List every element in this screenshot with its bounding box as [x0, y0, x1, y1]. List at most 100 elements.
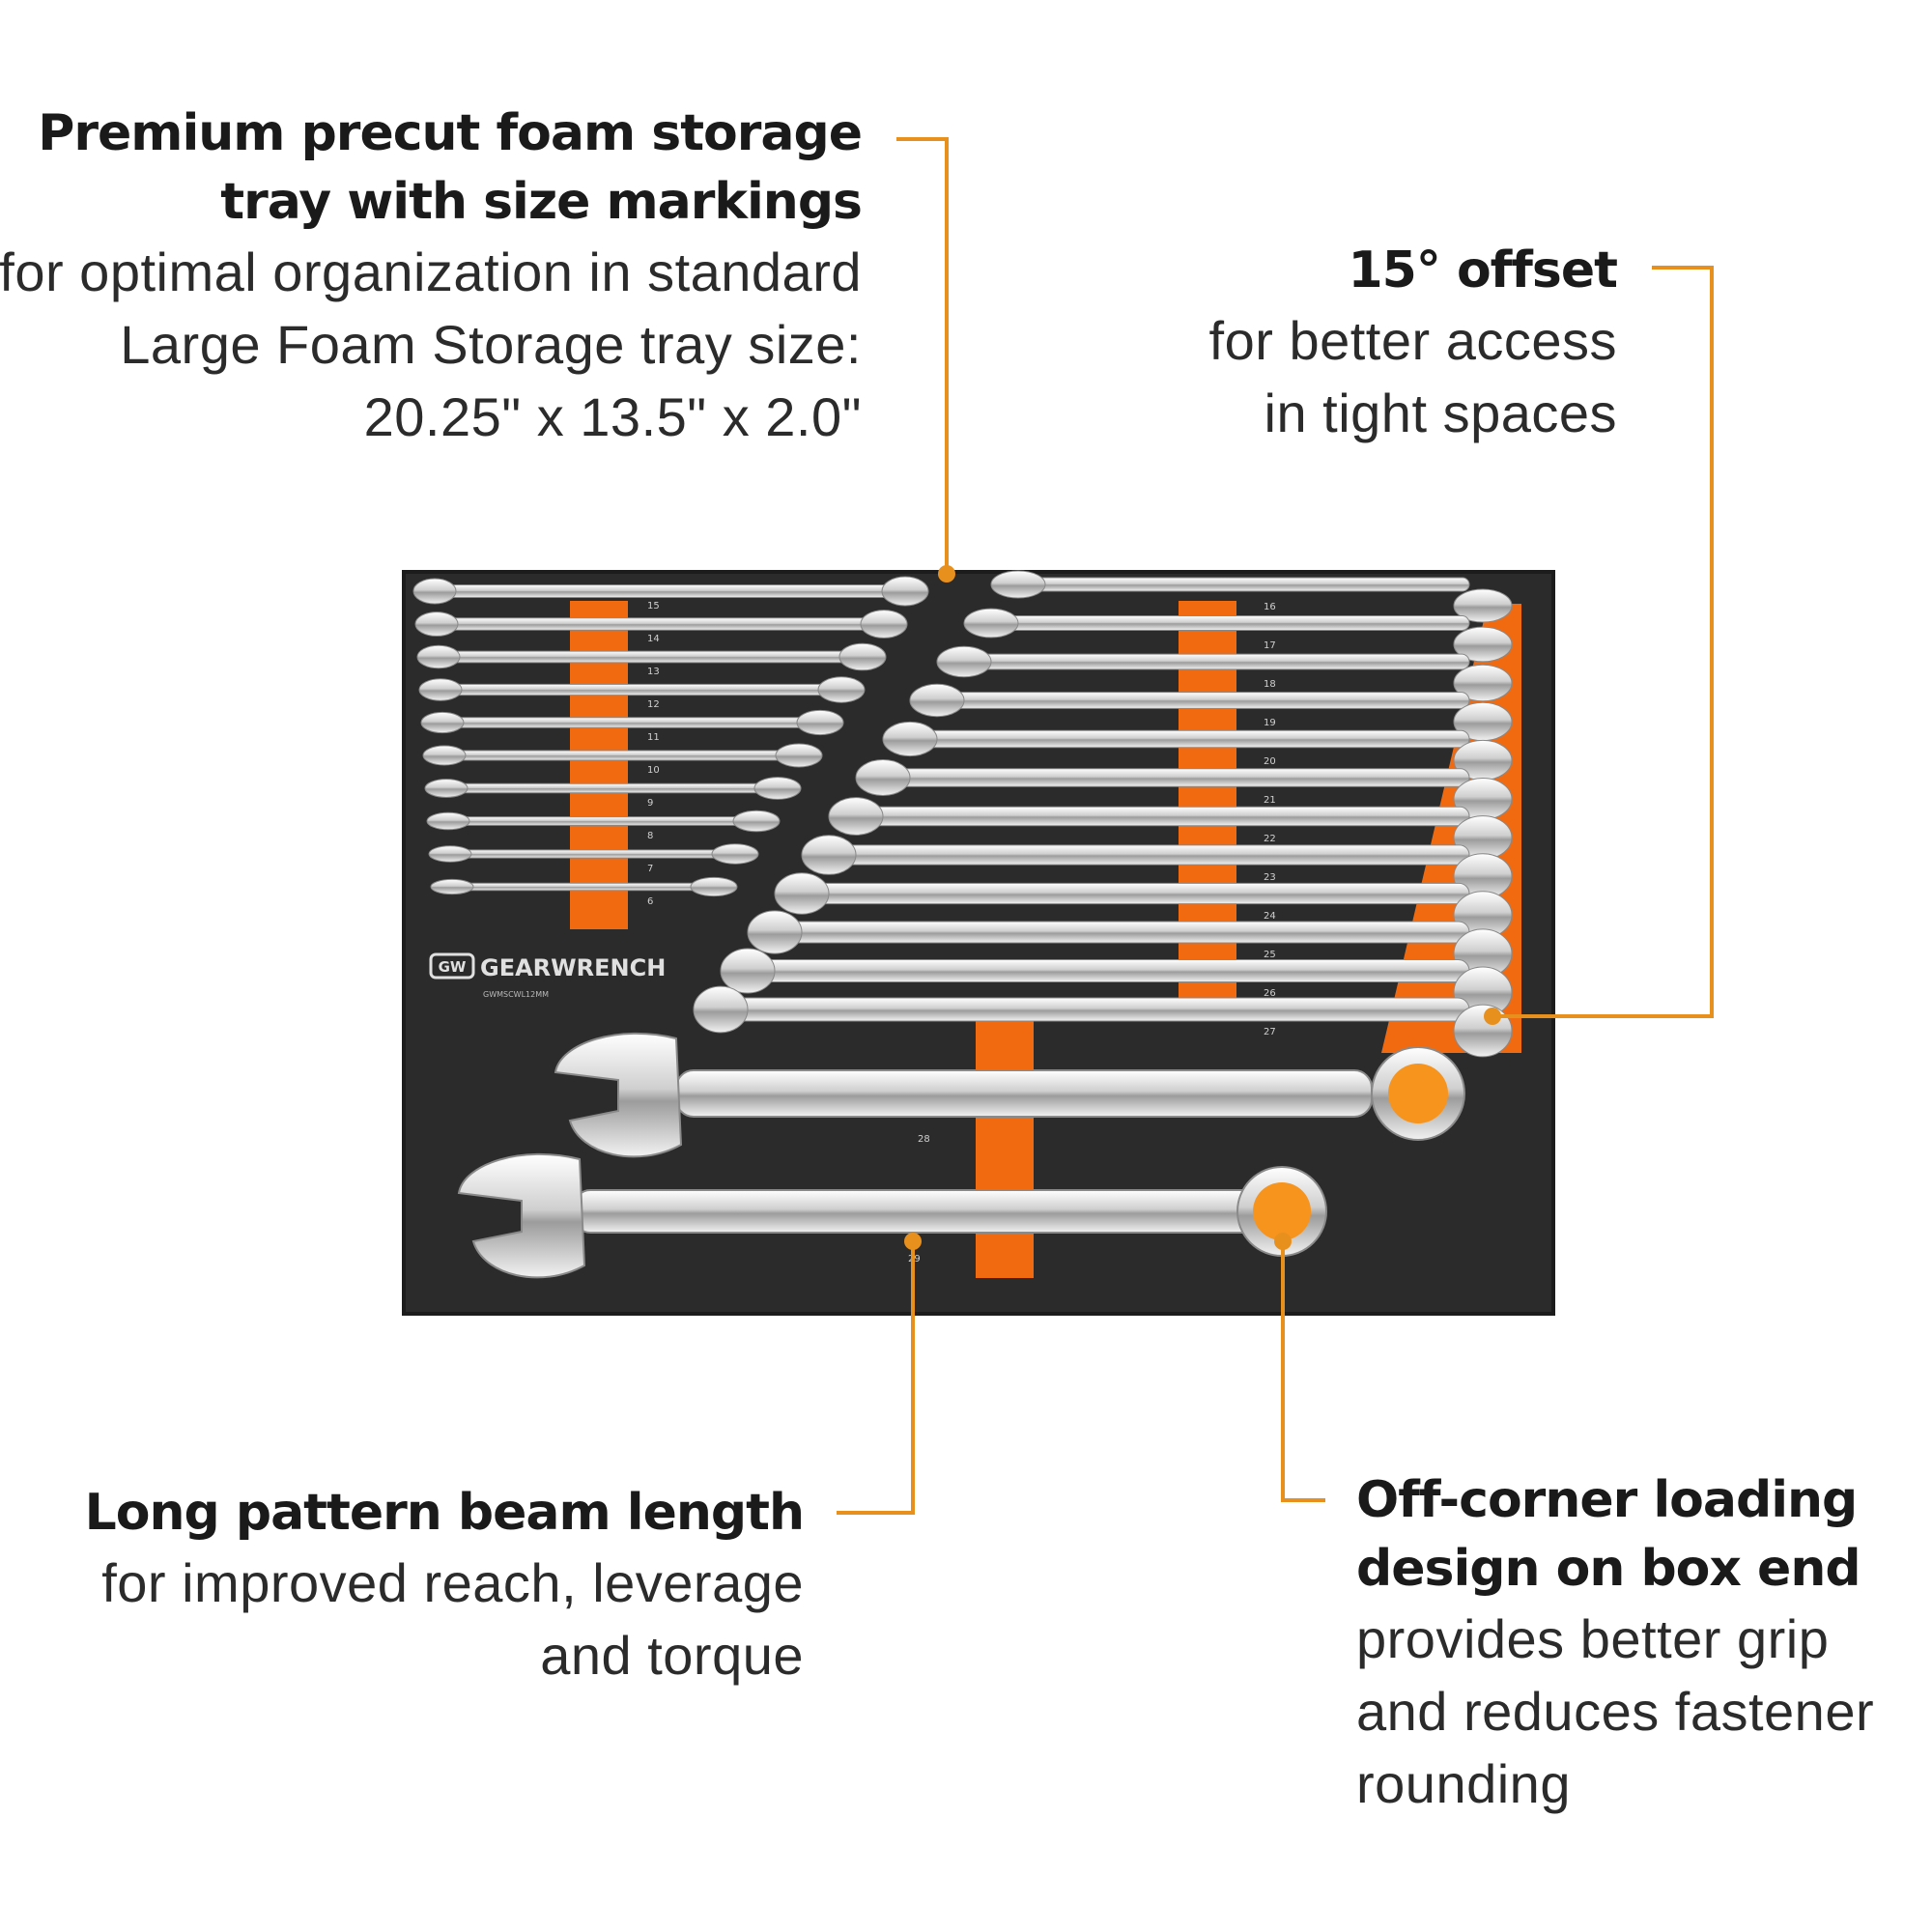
- wrench-7-beam: [453, 849, 732, 859]
- wrench-27-open-end: [693, 985, 749, 1034]
- wrench-28-box-hole: [1388, 1064, 1448, 1123]
- wrench-9-beam: [449, 782, 775, 794]
- size-label-23: 23: [1264, 872, 1276, 883]
- wrench-7-box-end: [711, 843, 759, 865]
- wrench-25-open-end: [747, 910, 803, 954]
- size-label-9: 9: [647, 798, 653, 809]
- size-label-16: 16: [1264, 602, 1276, 612]
- wrench-23-open-end: [801, 835, 857, 875]
- wrench-21-open-end: [855, 759, 911, 796]
- wrench-8-open-end: [426, 811, 470, 831]
- wrench-16-box-end: [1453, 588, 1513, 623]
- wrench-11-open-end: [420, 711, 465, 734]
- callout-tray-title-2: tray with size markings: [220, 173, 863, 231]
- callout-box-end-desc-1: provides better grip: [1356, 1608, 1830, 1669]
- size-label-26: 26: [1264, 988, 1276, 999]
- wrench-12-box-end: [817, 676, 866, 703]
- size-label-27: 27: [1264, 1027, 1276, 1037]
- wrench-9-open-end: [424, 779, 469, 798]
- brand-logo: GW GEARWRENCH GWMSCWL12MM: [429, 952, 666, 999]
- wrench-18-open-end: [936, 645, 992, 678]
- leader-offset: [1492, 266, 1714, 1018]
- leader-dot-tray: [938, 565, 955, 582]
- wrench-8-beam: [451, 816, 753, 826]
- wrench-29-beam: [574, 1189, 1281, 1234]
- wrench-15-box-end: [881, 576, 929, 607]
- wrench-24-beam: [803, 882, 1470, 905]
- callout-box-end: Off-corner loading design on box end pro…: [1356, 1475, 1874, 1830]
- wrench-28: 28: [554, 1032, 1465, 1158]
- callout-offset: 15° offset for better access in tight sp…: [1208, 242, 1618, 459]
- callout-tray-desc-1: for optimal organization in standard: [0, 242, 862, 302]
- callout-box-end-title-2: design on box end: [1356, 1540, 1861, 1598]
- size-label-28: 28: [918, 1134, 930, 1145]
- wrench-9-box-end: [753, 777, 802, 800]
- callout-tray-desc-3: 20.25" x 13.5" x 2.0": [363, 386, 862, 447]
- wrench-12-open-end: [418, 678, 463, 701]
- callout-beam-desc-1: for improved reach, leverage: [101, 1552, 804, 1613]
- wrench-26-beam: [749, 959, 1470, 982]
- foam-tray-border: [402, 570, 1555, 1316]
- size-label-6: 6: [647, 896, 653, 907]
- gw-logo-text: GW: [439, 958, 467, 976]
- wrench-19-open-end: [909, 683, 965, 718]
- wrench-22-beam: [857, 806, 1470, 827]
- leader-lines: [837, 137, 1714, 1515]
- wrench-15-beam: [438, 584, 902, 598]
- gw-logo-icon: [429, 952, 475, 980]
- wrench-15-open-end: [412, 578, 457, 605]
- right-wrench-group: [693, 570, 1513, 1058]
- size-label-19: 19: [1264, 718, 1276, 728]
- callout-beam-title: Long pattern beam length: [84, 1484, 805, 1542]
- size-label-10: 10: [647, 765, 660, 776]
- callout-tray-desc-2: Large Foam Storage tray size:: [120, 314, 862, 375]
- leader-dot-beam: [904, 1233, 922, 1250]
- wrench-16-beam: [1019, 577, 1470, 592]
- leader-beam: [837, 1241, 915, 1515]
- wrench-23-beam: [830, 844, 1470, 866]
- brand-name: GEARWRENCH: [480, 954, 666, 981]
- size-label-25: 25: [1264, 950, 1276, 960]
- wrench-11-box-end: [796, 709, 844, 736]
- wrench-11-beam: [445, 717, 817, 728]
- wrench-28-open-end: [554, 1032, 683, 1158]
- model-number: GWMSCWL12MM: [483, 990, 549, 999]
- wrench-10-box-end: [775, 743, 823, 768]
- callout-offset-desc-2: in tight spaces: [1264, 383, 1617, 443]
- wrench-10-open-end: [422, 745, 467, 766]
- wrench-7-open-end: [428, 845, 472, 863]
- wrench-17-beam: [992, 615, 1470, 631]
- wrench-17-open-end: [963, 608, 1019, 639]
- size-label-15: 15: [647, 601, 660, 611]
- wrench-10-beam: [447, 750, 796, 761]
- foam-strip-bottom: [976, 1019, 1034, 1278]
- size-label-17: 17: [1264, 640, 1276, 651]
- callout-tray: Premium precut foam storage tray with si…: [0, 104, 863, 463]
- foam-strip-left: [570, 601, 628, 929]
- leader-box-end: [1281, 1241, 1325, 1502]
- callout-box-end-desc-3: rounding: [1356, 1753, 1571, 1814]
- leader-dot-box-end: [1274, 1233, 1292, 1250]
- wrench-8-box-end: [732, 810, 781, 833]
- wrench-13-box-end: [838, 642, 887, 671]
- callout-offset-title: 15° offset: [1348, 242, 1618, 299]
- wrench-20-open-end: [882, 721, 938, 757]
- callout-offset-desc-1: for better access: [1208, 310, 1617, 371]
- wrench-18-beam: [965, 653, 1470, 670]
- wrench-28-beam: [675, 1069, 1373, 1118]
- left-wrench-group: [412, 576, 929, 897]
- wrench-13-open-end: [416, 644, 461, 669]
- callout-tray-title-1: Premium precut foam storage: [38, 104, 863, 162]
- size-label-8: 8: [647, 831, 653, 841]
- wrench-14-open-end: [414, 611, 459, 637]
- size-label-18: 18: [1264, 679, 1276, 690]
- wrench-20-beam: [911, 729, 1470, 749]
- wrench-12-beam: [443, 683, 838, 696]
- size-label-22: 22: [1264, 834, 1276, 844]
- wrench-19-beam: [938, 692, 1470, 709]
- size-label-12: 12: [647, 699, 660, 710]
- wrench-16-open-end: [990, 570, 1046, 599]
